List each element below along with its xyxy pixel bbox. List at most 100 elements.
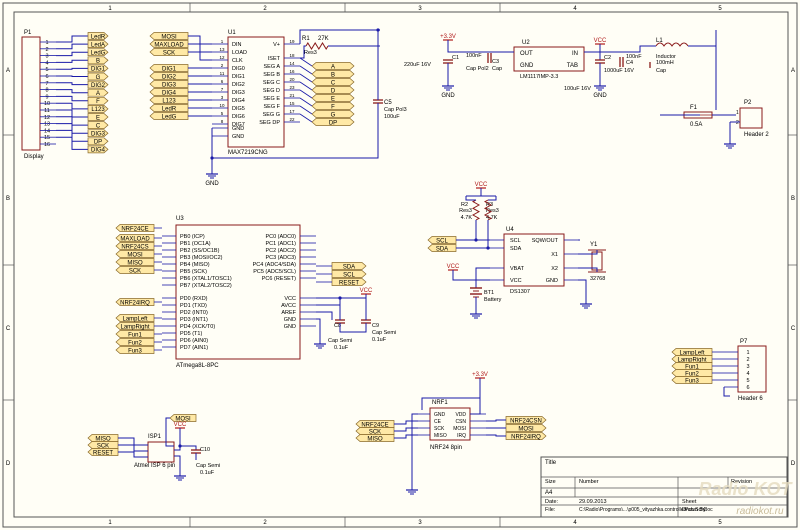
resistor-zigzag (305, 42, 329, 50)
pin-name: OUT (520, 51, 533, 57)
net-flag: DIG1 (91, 67, 106, 73)
net-flag: DIG1 (162, 66, 177, 72)
pin-number: 1 (736, 110, 739, 116)
wire (447, 40, 500, 53)
wire (316, 318, 321, 340)
pin-number: 5 (221, 111, 224, 116)
junction-dot (376, 28, 380, 32)
pin-number: 6 (746, 385, 749, 391)
part-type: Cap (492, 66, 502, 72)
wire (56, 129, 88, 142)
net-flag-shape (87, 48, 109, 57)
column-marker: 2 (263, 6, 267, 12)
wire (299, 81, 313, 91)
wire (56, 95, 88, 102)
pin-name: PB4 (MISO) (180, 262, 210, 268)
wire (56, 123, 88, 134)
net-flag: C (331, 80, 336, 86)
part-type: Cap Semi (196, 463, 220, 469)
net-flag: Fun2 (685, 371, 699, 377)
row-marker: C (6, 326, 11, 332)
connector-body (21, 36, 41, 151)
net-flag-shape (331, 278, 367, 286)
net-flag: MISO (127, 260, 143, 266)
pin-name: SEG DP (259, 120, 280, 126)
net-flag: F (331, 104, 335, 110)
part-type: Cap (656, 68, 666, 74)
wire (688, 30, 717, 110)
net-flag: Fun3 (685, 378, 699, 384)
part-type: Res3 (459, 208, 472, 214)
net-flag-shape (87, 88, 109, 97)
pin-number: 4 (45, 60, 48, 66)
sheet-label: Sheet (682, 499, 697, 505)
pin-name: PB6 (XTAL1/TOSC1) (180, 276, 232, 282)
connector-body (147, 441, 175, 463)
net-flag: DP (329, 120, 337, 126)
net-flag: SCK (97, 443, 109, 449)
net-flag: NRF24CS (121, 244, 148, 250)
drawn-label: Drawn By: (682, 507, 708, 513)
pin-name: PD3 (INT1) (180, 317, 208, 323)
pin-name: SEG D (263, 88, 280, 94)
wire (486, 419, 506, 422)
net-flag: DIG2 (91, 83, 106, 89)
wire (488, 196, 497, 201)
column-marker: 3 (418, 6, 422, 12)
ground-label: GND (205, 181, 219, 187)
ic-body (175, 224, 301, 360)
pin-name: DIG5 (232, 106, 245, 112)
wire (723, 387, 730, 397)
pin-name: AVCC (281, 303, 296, 309)
pin-name: TAB (567, 63, 578, 69)
date-value: 29.09.2013 (579, 499, 607, 505)
pin-number: 6 (45, 74, 48, 80)
wire (56, 67, 88, 70)
net-flag-shape (311, 78, 355, 86)
wire (56, 109, 88, 118)
pin-name: SCK (434, 426, 445, 432)
pin-name: PD4 (XCK/T0) (180, 324, 215, 330)
net-flag-shape (87, 64, 109, 73)
watermark-logo: Radio KOT (699, 479, 794, 499)
rtc-ds1307-section: VCCR2Res34.7KR3Res34.7KU4SCLSDAVBATVCCSQ… (427, 182, 606, 319)
wire (299, 97, 313, 107)
pin-number: 12 (44, 115, 50, 121)
regulator-body (513, 46, 585, 72)
pin-name: CSN (455, 419, 466, 425)
part-value: 220uF 16V (404, 62, 431, 68)
wire (188, 51, 212, 61)
net-flag: DP (94, 140, 102, 146)
pin-number: 16 (289, 69, 295, 74)
net-flag-shape (311, 118, 355, 126)
pin-number: 4 (746, 371, 749, 377)
pin-name: PD1 (TXD) (180, 303, 207, 309)
pin-number: 14 (289, 61, 295, 66)
pin-name: AREF (281, 310, 296, 316)
part-value: 4.7K (486, 215, 498, 221)
part-value: 4.7K (461, 215, 473, 221)
net-flag: LedR (162, 106, 177, 112)
net-flag: A (96, 91, 100, 97)
pin-name: GND (520, 63, 534, 69)
wire (394, 420, 418, 425)
size-label: Size (545, 479, 556, 485)
pin-name: VCC (510, 278, 522, 284)
ref-designator: BT1 (484, 290, 494, 296)
ic-body (227, 36, 285, 148)
ref-designator: C10 (200, 447, 210, 453)
ref-designator: R2 (461, 202, 468, 208)
net-flag: LedR (91, 34, 106, 40)
net-flag: L123 (91, 107, 105, 113)
net-flag-shape (331, 270, 367, 278)
net-flag: MOSI (518, 426, 534, 432)
part-value: DS1307 (510, 289, 530, 295)
row-marker: A (791, 68, 795, 74)
wire (56, 136, 88, 150)
net-flag: NRF24CE (121, 226, 148, 232)
part-value: Header 6 (738, 396, 763, 402)
number-label: Number (579, 479, 599, 485)
column-marker: 5 (718, 6, 722, 12)
